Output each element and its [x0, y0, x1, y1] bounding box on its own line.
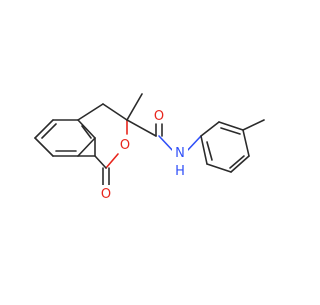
lactone-ring — [77, 103, 128, 187]
bond-inner — [41, 123, 57, 139]
bond — [105, 153, 119, 169]
tolyl-ring — [200, 119, 265, 173]
bond — [200, 135, 208, 165]
amide-oxygen-label: O — [154, 109, 164, 124]
bond — [77, 103, 104, 121]
bond-inner — [206, 141, 213, 161]
bond — [34, 119, 54, 139]
label-mask — [117, 136, 133, 152]
amide-nitrogen-label: N — [175, 146, 185, 161]
label-mask — [98, 185, 114, 201]
bond — [94, 155, 107, 169]
bond-inner — [229, 155, 245, 169]
bond — [200, 121, 220, 137]
bond — [206, 163, 232, 173]
bond-inner — [220, 127, 241, 135]
label-mask — [172, 144, 188, 160]
bond — [77, 119, 96, 139]
structure-canvas: O O O N H — [34, 93, 265, 202]
bond — [102, 103, 128, 121]
c3-substituents — [126, 93, 202, 153]
bond — [242, 129, 250, 157]
bond — [77, 137, 96, 157]
carbonyl-oxygen-label: O — [101, 187, 111, 202]
atom-labels: O O O N H — [98, 107, 188, 202]
methyl-bond — [126, 93, 143, 121]
fused-benzene-ring — [34, 119, 96, 157]
bond-inner — [81, 125, 92, 139]
bond — [34, 137, 54, 157]
amide-hydrogen-label: H — [175, 164, 185, 179]
chemical-structure: O O O N H — [34, 93, 265, 202]
label-mask — [151, 107, 167, 123]
bond — [185, 135, 202, 153]
bond — [230, 155, 250, 173]
bond — [126, 119, 157, 137]
methyl-bond — [242, 119, 265, 131]
ring-oxygen-label: O — [120, 138, 130, 153]
bond — [158, 135, 175, 153]
bond — [218, 121, 244, 131]
